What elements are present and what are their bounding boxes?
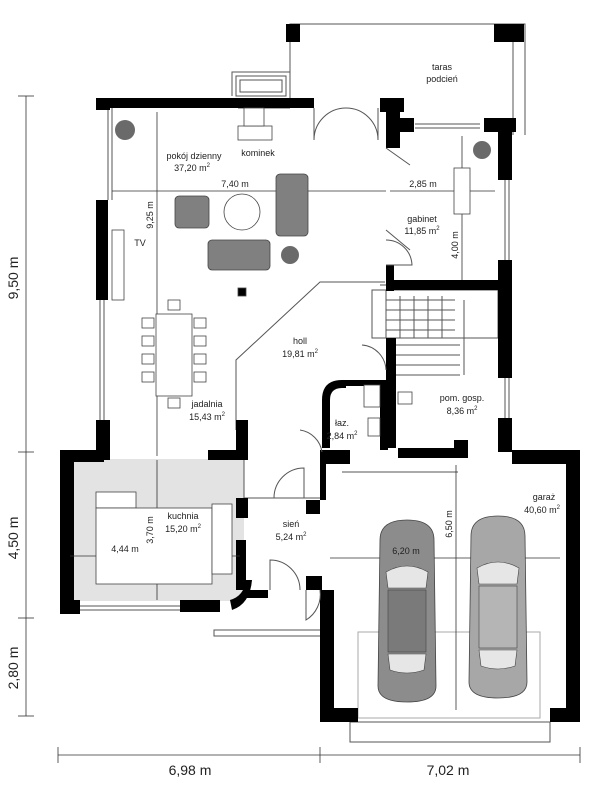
fridge <box>211 503 233 575</box>
tv-unit <box>111 229 125 301</box>
sofa-bottom <box>207 239 271 271</box>
label-sien-sup: 2 <box>303 532 307 538</box>
label-gabinet-sup: 2 <box>436 226 440 232</box>
car-right <box>468 515 528 699</box>
fireplace-base <box>243 107 265 127</box>
dim-400: 4,00 m <box>450 231 460 259</box>
svg-text:15,20 m2: 15,20 m2 <box>165 524 202 534</box>
dim-285: 2,85 m <box>409 179 437 189</box>
label-garaz-name: garaż <box>533 492 556 502</box>
label-holl-sup: 2 <box>315 349 319 355</box>
armchair <box>174 195 210 229</box>
label-kuchnia-name: kuchnia <box>167 511 198 521</box>
dim-650: 6,50 m <box>444 510 454 538</box>
door-swings <box>269 107 413 621</box>
svg-text:19,81 m2: 19,81 m2 <box>282 349 319 359</box>
label-dzienny-area: 37,20 m <box>174 163 207 173</box>
terrace-outline <box>231 23 526 135</box>
walls <box>60 24 580 722</box>
coffee-table <box>223 193 261 231</box>
dark-square <box>237 287 247 297</box>
kitchen-counter <box>95 507 213 585</box>
svg-text:5,24 m2: 5,24 m2 <box>276 532 308 542</box>
label-taras-1: taras <box>432 62 453 72</box>
label-dzienny-name: pokój dzienny <box>166 151 222 161</box>
label-sien-area: 5,24 m <box>276 532 304 542</box>
sink-gosp <box>397 391 413 405</box>
bath-tub <box>363 384 381 408</box>
svg-text:2,84 m2: 2,84 m2 <box>327 431 359 441</box>
dim-740: 7,40 m <box>221 179 249 189</box>
label-holl-area: 19,81 m <box>282 349 315 359</box>
inner-dimension-labels: 7,40 m 9,25 m 2,85 m 4,00 m 3,70 m 4,44 … <box>111 179 460 556</box>
label-gabinet-area: 11,85 m <box>404 226 436 236</box>
dim-outer-950: 9,50 m <box>5 257 21 300</box>
svg-text:11,85 m2: 11,85 m2 <box>404 226 440 236</box>
desk <box>453 167 471 215</box>
label-jadalnia-name: jadalnia <box>190 399 222 409</box>
dimension-lines <box>18 95 581 763</box>
label-jadalnia-sup: 2 <box>222 412 226 418</box>
dim-925: 9,25 m <box>145 201 155 229</box>
dim-outer-280: 2,80 m <box>5 647 21 690</box>
label-holl-name: holl <box>293 336 307 346</box>
label-kuchnia-sup: 2 <box>198 524 202 530</box>
kitchen-island <box>95 491 137 509</box>
sofa-right <box>275 173 309 237</box>
label-gabinet-name: gabinet <box>407 214 437 224</box>
dining-table <box>155 313 193 397</box>
outer-dimension-labels: 9,50 m 4,50 m 2,80 m 6,98 m 7,02 m <box>5 257 469 778</box>
label-laz-name: łaz. <box>335 418 349 428</box>
label-gosp-sup: 2 <box>474 406 478 412</box>
label-garaz-sup: 2 <box>557 505 561 511</box>
dim-outer-702: 7,02 m <box>427 762 470 778</box>
label-dzienny-sup: 2 <box>207 163 211 169</box>
label-gosp-area: 8,36 m <box>447 406 475 416</box>
dim-outer-698: 6,98 m <box>169 762 212 778</box>
dining-chairs <box>141 299 207 409</box>
wc <box>367 417 381 437</box>
label-tv: TV <box>134 238 146 248</box>
dim-outer-450: 4,50 m <box>5 517 21 560</box>
room-labels: taras podcień pokój dzienny 37,20 m2 kom… <box>134 62 560 542</box>
car-left <box>377 519 437 703</box>
holl-partition <box>213 281 551 743</box>
label-laz-area: 2,84 m <box>327 431 355 441</box>
dim-370: 3,70 m <box>145 516 155 544</box>
dim-620: 6,20 m <box>392 546 420 556</box>
fireplace <box>237 125 273 141</box>
cars <box>377 515 528 703</box>
label-gosp-name: pom. gosp. <box>440 393 485 403</box>
plants <box>115 120 491 264</box>
label-kuchnia-area: 15,20 m <box>165 524 198 534</box>
svg-text:8,36 m2: 8,36 m2 <box>447 406 479 416</box>
label-taras-2: podcień <box>426 74 458 84</box>
label-laz-sup: 2 <box>354 431 358 437</box>
svg-text:15,43 m2: 15,43 m2 <box>189 412 226 422</box>
svg-text:40,60 m2: 40,60 m2 <box>524 505 561 515</box>
label-kominek: kominek <box>241 148 275 158</box>
label-garaz-area: 40,60 m <box>524 505 557 515</box>
svg-text:37,20 m2: 37,20 m2 <box>174 163 211 173</box>
label-jadalnia-area: 15,43 m <box>189 412 222 422</box>
dim-444: 4,44 m <box>111 544 139 554</box>
label-sien-name: sień <box>283 519 300 529</box>
furniture <box>95 107 471 585</box>
